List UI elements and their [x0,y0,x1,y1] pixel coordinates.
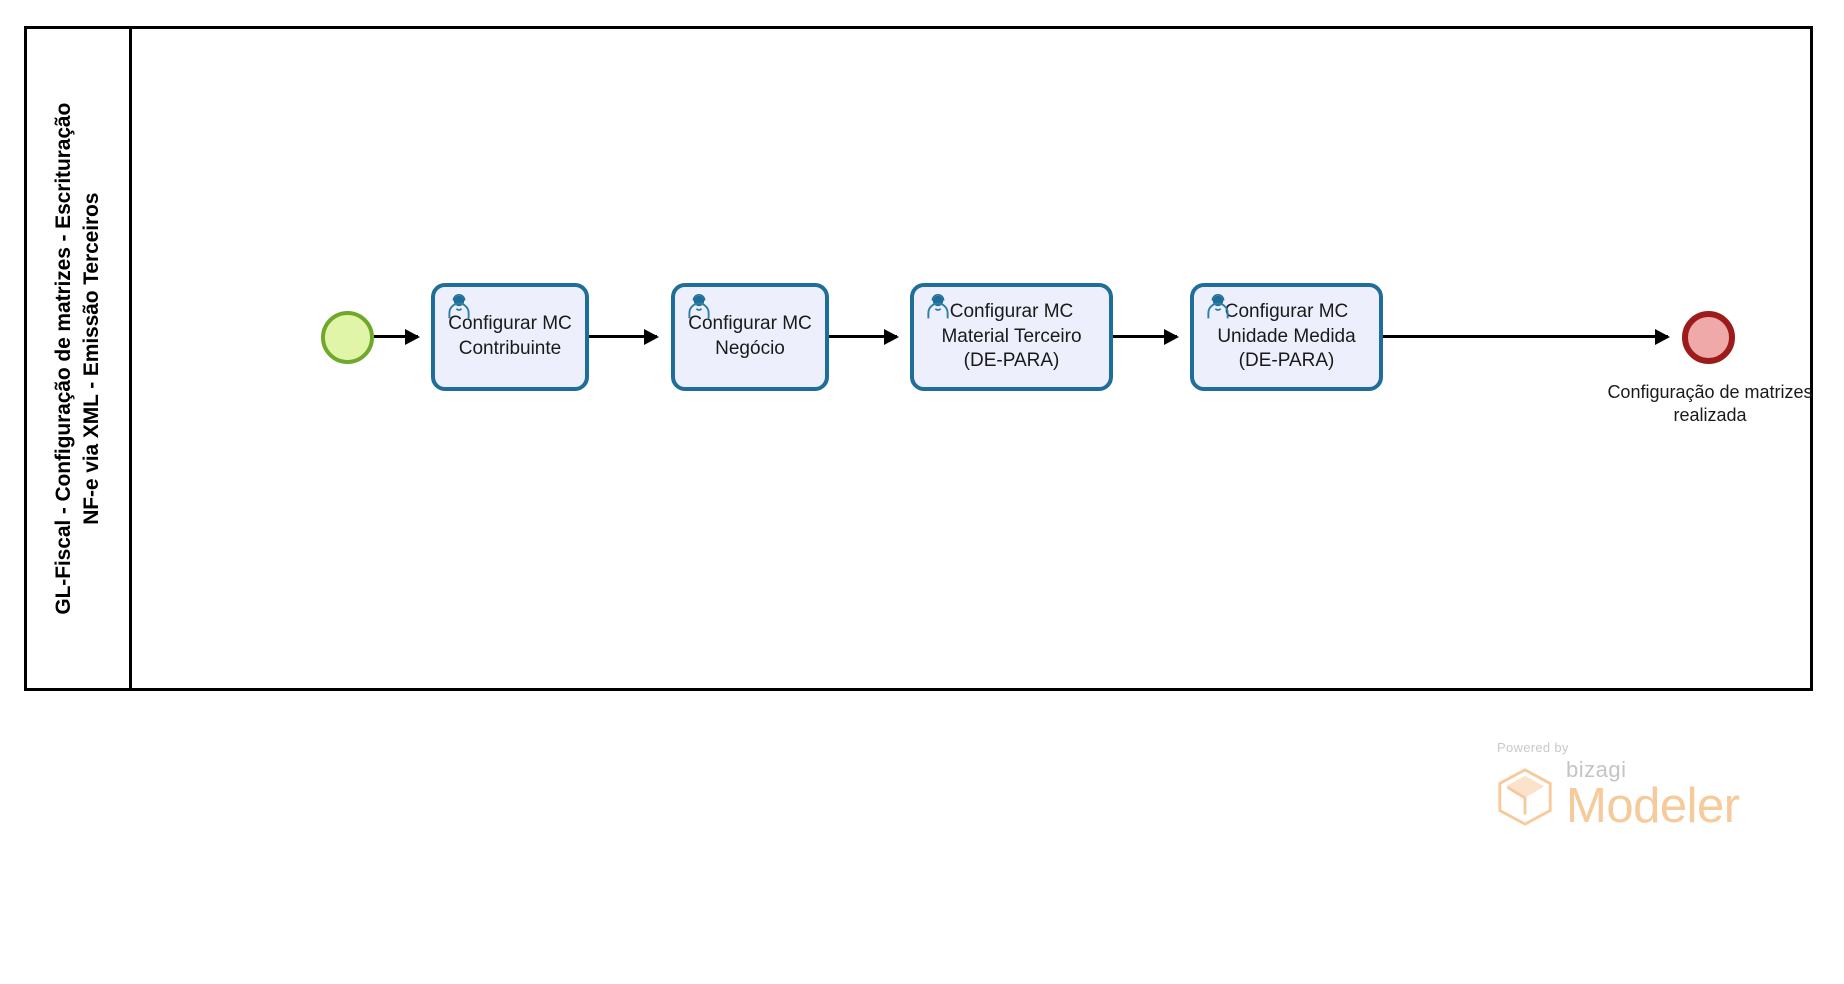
pool-title-line-1: GL-Fiscal - Configuração de matrizes - E… [52,102,76,615]
user-task-icon [924,293,952,321]
user-task-icon [1204,293,1232,321]
user-task-icon [685,293,713,321]
task-label: Configurar MC Material Terceiro (DE-PARA… [941,300,1082,372]
sequence-flow-task-3-to-task-4 [1113,335,1177,338]
sequence-flow-start-to-task-1 [374,335,418,338]
pool-header-band: GL-Fiscal - Configuração de matrizes - E… [27,29,132,688]
bizagi-brand-label: bizagi [1566,757,1627,782]
task-label: Configurar MC Negócio [688,313,812,359]
task-configurar-mc-negocio[interactable]: Configurar MC Negócio [671,283,829,391]
start-event[interactable] [321,311,374,364]
task-label: Configurar MC Unidade Medida (DE-PARA) [1217,300,1356,372]
sequence-flow-task-4-to-end [1383,335,1668,338]
end-event[interactable] [1682,311,1735,364]
user-task-icon [445,293,473,321]
pool-title: GL-Fiscal - Configuração de matrizes - E… [50,103,105,615]
sequence-flow-task-2-to-task-3 [829,335,897,338]
lane-canvas: Configurar MC Contribuinte Configurar MC… [132,29,1813,688]
bizagi-hexagon-logo-icon [1494,766,1556,833]
powered-by-label: Powered by [1497,740,1569,755]
task-configurar-mc-material-terceiro[interactable]: Configurar MC Material Terceiro (DE-PARA… [910,283,1113,391]
pool-title-line-2: NF-e via XML - Emissão Terceiros [80,192,103,525]
sequence-flow-task-1-to-task-2 [589,335,657,338]
task-configurar-mc-contribuinte[interactable]: Configurar MC Contribuinte [431,283,589,391]
bizagi-product-label: Modeler [1566,779,1740,833]
bizagi-watermark: Powered by bizagi Modeler [1494,740,1814,833]
task-configurar-mc-unidade-medida[interactable]: Configurar MC Unidade Medida (DE-PARA) [1190,283,1383,391]
end-event-label: Configuração de matrizes realizada [1607,382,1813,426]
process-pool: GL-Fiscal - Configuração de matrizes - E… [24,26,1813,691]
task-label: Configurar MC Contribuinte [448,313,572,359]
